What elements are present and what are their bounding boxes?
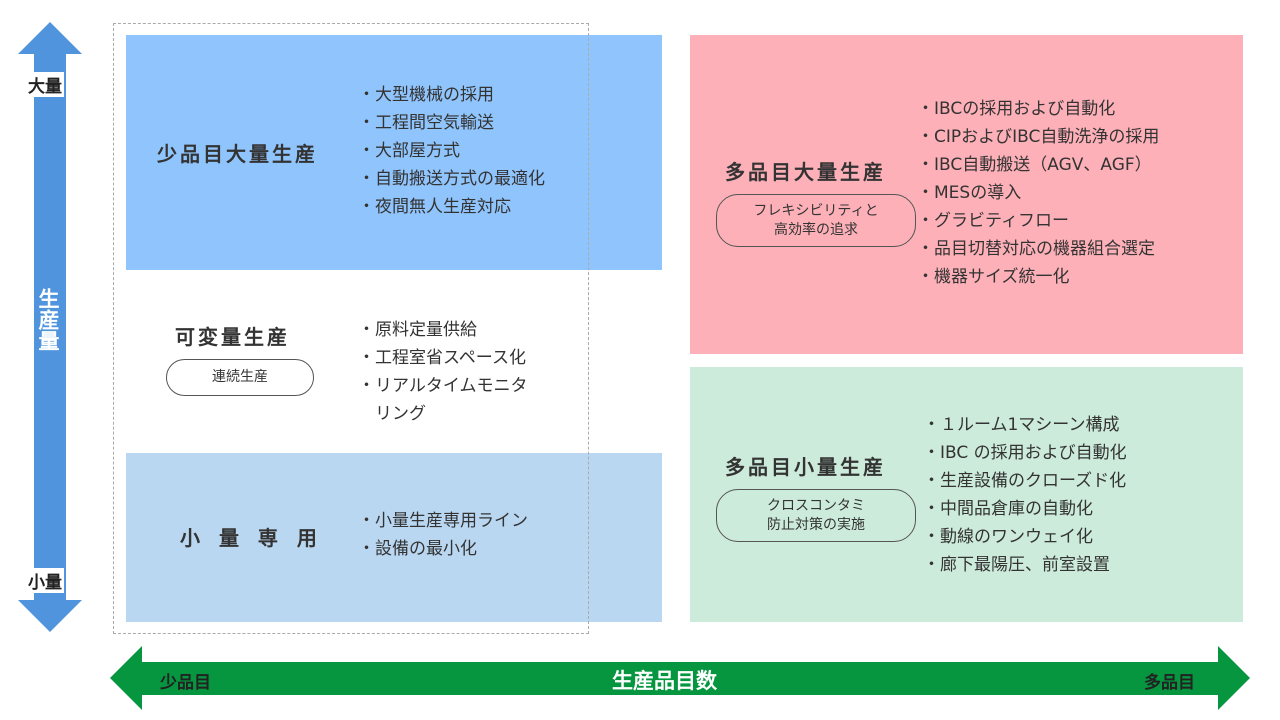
quadrant-title: 小 量 専 用 (180, 526, 323, 550)
feature-list: IBCの採用および自動化 CIPおよびIBC自動洗浄の採用 IBC自動搬送（AG… (917, 95, 1159, 291)
axis-left-label: 少品目 (160, 673, 211, 693)
tag-text: クロスコンタミ (767, 497, 865, 514)
quadrant-title: 可変量生産 (175, 325, 290, 349)
list-item: 自動搬送方式の最適化 (358, 165, 545, 193)
list-item: 生産設備のクローズド化 (923, 467, 1127, 495)
tag-pill: クロスコンタミ 防止対策の実施 (716, 489, 916, 542)
quadrant-title: 多品目大量生産 (725, 160, 886, 184)
feature-list: １ルーム1マシーン構成 IBC の採用および自動化 生産設備のクローズド化 中間… (923, 411, 1127, 579)
list-item: 機器サイズ統一化 (917, 263, 1159, 291)
list-item: 小量生産専用ライン (358, 507, 528, 535)
quadrant-title: 少品目大量生産 (157, 142, 318, 166)
quadrant-title: 多品目小量生産 (725, 455, 886, 479)
list-item: 設備の最小化 (358, 535, 528, 563)
horizontal-axis-label: 生産品目数 (612, 669, 717, 693)
list-item: １ルーム1マシーン構成 (923, 411, 1127, 439)
list-item: 中間品倉庫の自動化 (923, 495, 1127, 523)
list-item: リング (375, 404, 426, 424)
list-item: 動線のワンウェイ化 (923, 523, 1127, 551)
list-item: IBC の採用および自動化 (923, 439, 1127, 467)
axis-top-label: 大量 (26, 72, 64, 97)
list-item: 品目切替対応の機器組合選定 (917, 235, 1159, 263)
tag-text: 防止対策の実施 (767, 516, 865, 533)
list-item: 原料定量供給 (358, 316, 528, 344)
list-item: 廊下最陽圧、前室設置 (923, 551, 1127, 579)
tag-pill: フレキシビリティと 高効率の追求 (716, 194, 916, 247)
tag-pill: 連続生産 (166, 359, 314, 396)
list-item: MESの導入 (917, 179, 1159, 207)
feature-list: 原料定量供給 工程室省スペース化 リアルタイムモニタ リング (358, 316, 528, 428)
list-item: CIPおよびIBC自動洗浄の採用 (917, 123, 1159, 151)
feature-list: 小量生産専用ライン 設備の最小化 (358, 507, 528, 563)
list-item: 工程室省スペース化 (358, 344, 528, 372)
list-item: 大型機械の採用 (358, 81, 545, 109)
horizontal-axis-arrow (110, 646, 1250, 710)
list-item: リアルタイムモニタ (358, 372, 528, 400)
list-item: IBC自動搬送（AGV、AGF） (917, 151, 1159, 179)
vertical-axis-arrow (18, 22, 82, 632)
list-item: IBCの採用および自動化 (917, 95, 1159, 123)
tag-text: 連続生産 (212, 369, 268, 385)
vertical-axis-label: 生産量 (36, 288, 60, 351)
list-item: 工程間空気輸送 (358, 109, 545, 137)
axis-bottom-label: 小量 (26, 568, 64, 593)
list-item: 夜間無人生産対応 (358, 193, 545, 221)
few-items-group-outline (113, 23, 589, 634)
tag-text: 高効率の追求 (774, 221, 858, 238)
tag-text: フレキシビリティと (753, 202, 879, 219)
axis-right-label: 多品目 (1144, 673, 1195, 693)
list-item: 大部屋方式 (358, 137, 545, 165)
feature-list: 大型機械の採用 工程間空気輸送 大部屋方式 自動搬送方式の最適化 夜間無人生産対… (358, 81, 545, 221)
list-item: グラビティフロー (917, 207, 1159, 235)
